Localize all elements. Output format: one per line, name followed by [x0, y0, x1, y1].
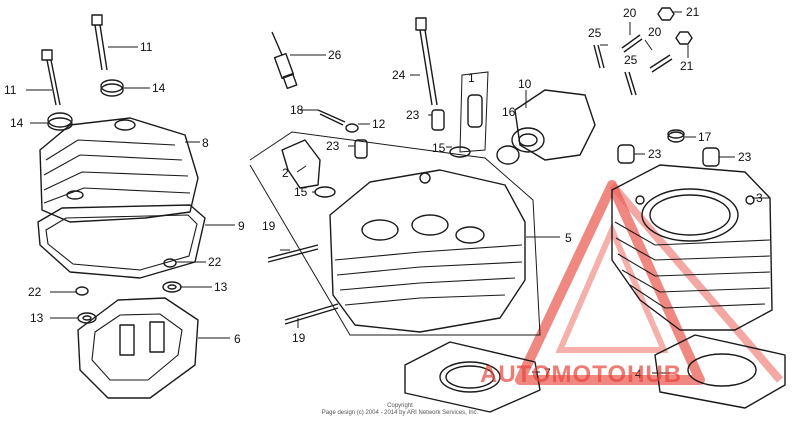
label-part-2: 2 — [282, 166, 289, 180]
label-part-13-right: 13 — [214, 280, 228, 294]
seal-17 — [667, 129, 685, 143]
label-part-9: 9 — [238, 219, 245, 233]
label-part-23-head-a: 23 — [326, 139, 340, 153]
cam-chain-tensioner-cover — [281, 139, 321, 189]
label-part-23-cyl-a: 23 — [648, 147, 662, 161]
bolt-11-right — [91, 14, 108, 71]
label-part-23-cyl-b: 23 — [738, 150, 752, 164]
label-part-5: 5 — [565, 231, 572, 245]
bolt-11-left — [41, 49, 61, 106]
label-part-15-right: 15 — [432, 141, 446, 155]
label-part-24: 24 — [392, 68, 406, 82]
label-part-23-head-b: 23 — [406, 108, 420, 122]
label-part-6: 6 — [234, 332, 241, 346]
label-part-19-lower: 19 — [292, 331, 306, 345]
head-gasket — [404, 341, 541, 413]
stud-bolt-24 — [415, 17, 438, 106]
label-part-12: 12 — [372, 117, 386, 131]
label-part-8: 8 — [202, 136, 209, 150]
label-part-16: 16 — [502, 105, 516, 119]
label-part-20-upper: 20 — [623, 6, 637, 20]
rubber-cap-14-right — [100, 79, 124, 97]
dowel-23-head-b — [431, 109, 445, 131]
oil-pipe-1 — [459, 71, 489, 153]
dowel-23-cyl-b — [702, 147, 720, 167]
cylinder-head — [329, 169, 526, 333]
cylinder-block — [611, 164, 773, 331]
label-part-14-left: 14 — [10, 116, 24, 130]
bolt-18 — [317, 109, 346, 126]
part-labels: 1 2 3 4 5 6 7 8 9 10 11 11 12 13 13 14 1… — [4, 5, 763, 381]
label-part-14-right: 14 — [152, 81, 166, 95]
spark-plug — [271, 31, 298, 90]
label-part-21-upper: 21 — [686, 5, 700, 19]
label-part-11-right: 11 — [140, 40, 153, 54]
dowel-23-cyl-a — [617, 144, 635, 164]
watermark-text: AUTOMOTOHUB — [480, 361, 682, 388]
label-part-7: 7 — [544, 366, 551, 380]
stud-20-lower — [649, 54, 673, 73]
seal-13-right — [162, 281, 182, 293]
label-part-22-right: 22 — [208, 255, 222, 269]
copyright-line1: Copyright — [387, 403, 413, 409]
bolt-25-upper — [593, 44, 605, 69]
head-assembly-bracket — [249, 131, 541, 336]
label-part-25-upper: 25 — [588, 26, 602, 40]
label-part-13-left: 13 — [30, 311, 44, 325]
nut-21-lower — [675, 31, 693, 45]
o-ring-16 — [496, 145, 520, 165]
washer-22-left — [75, 286, 89, 296]
leader-lines — [26, 11, 770, 374]
label-part-10: 10 — [518, 77, 532, 91]
label-part-19-upper: 19 — [262, 219, 276, 233]
bolt-25-lower — [624, 71, 637, 96]
head-cover-gasket — [37, 204, 206, 279]
cylinder-gasket — [654, 334, 786, 409]
label-part-25-lower: 25 — [624, 53, 638, 67]
label-part-11-left: 11 — [4, 83, 17, 97]
label-part-22-left: 22 — [28, 285, 42, 299]
camshaft-holder — [77, 297, 199, 399]
carburetor-insulator — [511, 89, 596, 161]
stud-19-lower — [284, 303, 339, 325]
stud-19-upper — [267, 244, 319, 263]
o-ring-15-left — [314, 186, 336, 198]
washer-22-right — [163, 258, 177, 268]
label-part-3: 3 — [756, 191, 763, 205]
label-part-1: 1 — [468, 71, 475, 85]
rubber-cap-14-left — [47, 112, 73, 131]
label-part-15-left: 15 — [294, 185, 308, 199]
label-part-4: 4 — [635, 367, 642, 381]
dowel-23-head-a — [354, 139, 368, 159]
washer-12 — [345, 123, 359, 133]
label-part-26: 26 — [328, 48, 342, 62]
cylinder-head-cover — [39, 117, 199, 223]
label-part-17: 17 — [698, 130, 712, 144]
stud-20-upper — [621, 34, 643, 53]
copyright-line2: Page design (c) 2004 - 2014 by ARI Netwo… — [322, 410, 479, 416]
label-part-20-lower: 20 — [648, 25, 662, 39]
label-part-18: 18 — [290, 103, 304, 117]
nut-21-upper — [657, 7, 675, 21]
label-part-21-lower: 21 — [680, 59, 694, 73]
